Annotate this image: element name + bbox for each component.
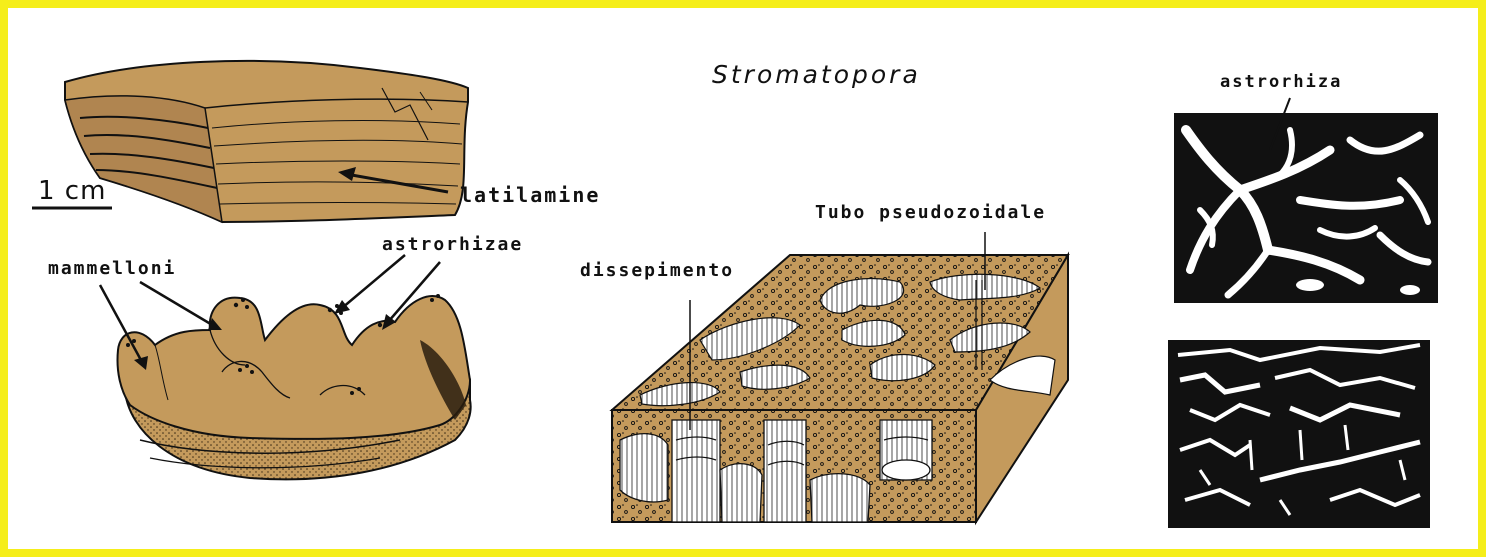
skeleton-block-illustration [612, 255, 1068, 522]
scale-label: 1 cm [38, 176, 106, 206]
laminated-block-illustration [65, 61, 468, 222]
tubo-pseudozoidale-label: Tubo pseudozoidale [815, 202, 1046, 223]
mammelloni-block-illustration [118, 294, 471, 479]
astrorhizae-label: astrorhizae [382, 234, 523, 255]
latilamine-label: latilamine [460, 183, 600, 207]
astrorhiza-label: astrorhiza [1220, 72, 1342, 92]
dissepimento-label: dissepimento [580, 260, 734, 281]
astrorhiza-section-panel [1168, 340, 1430, 528]
figure-title: Stromatopora [712, 60, 921, 89]
mammelloni-label: mammelloni [48, 258, 176, 279]
astrorhiza-top-panel [1174, 113, 1438, 303]
